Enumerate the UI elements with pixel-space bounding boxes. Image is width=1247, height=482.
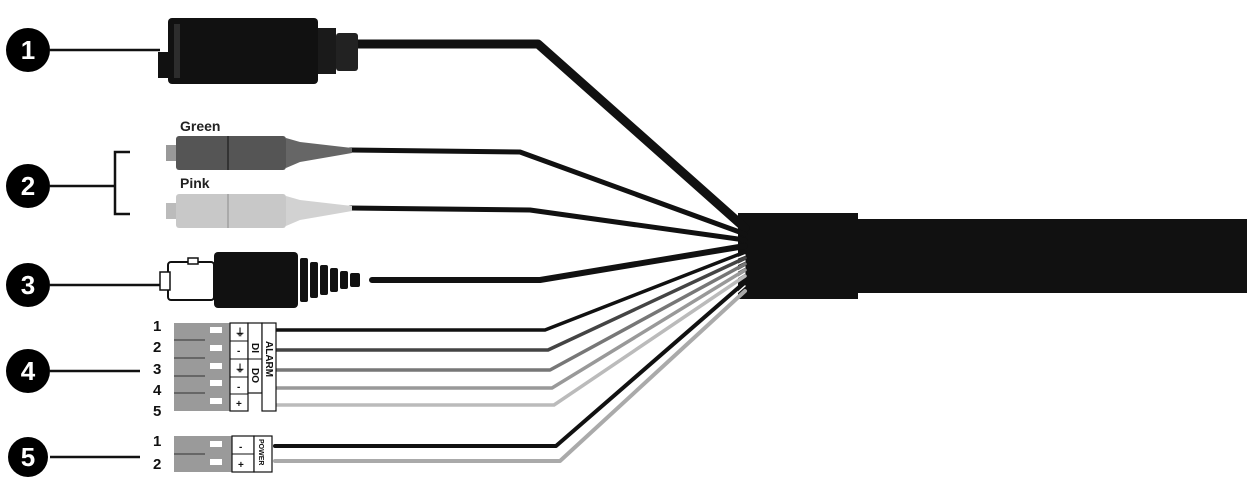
callout-3: 3 xyxy=(6,263,50,307)
fanout-wires xyxy=(275,44,745,461)
alarm-symbol-3: ⏚ xyxy=(235,363,245,375)
main-cable xyxy=(738,213,1247,299)
green-label: Green xyxy=(180,118,220,134)
callout-3-text: 3 xyxy=(21,270,35,300)
di-label: DI xyxy=(249,343,260,353)
callout-5: 5 xyxy=(8,437,48,477)
callout-5-text: 5 xyxy=(21,442,35,472)
ethernet-connector xyxy=(158,18,358,84)
power-label: POWER xyxy=(257,439,264,465)
alarm-label: ALARM xyxy=(263,341,274,377)
callout-leaders xyxy=(50,50,160,457)
callout-2-text: 2 xyxy=(21,171,35,201)
alarm-pin-4: 4 xyxy=(153,382,162,399)
callout-1-text: 1 xyxy=(21,35,35,65)
pink-label: Pink xyxy=(180,175,210,191)
alarm-pin-2: 2 xyxy=(153,339,161,356)
alarm-pin-3: 3 xyxy=(153,361,161,378)
alarm-symbol-1: ⏚ xyxy=(235,327,245,339)
audio-green-connector xyxy=(166,136,352,170)
callout-2: 2 xyxy=(6,164,50,208)
alarm-symbol-2: - xyxy=(237,346,240,357)
audio-pink-connector xyxy=(166,194,352,228)
power-symbol-1: - xyxy=(239,442,242,453)
power-symbol-2: + xyxy=(238,460,244,471)
bnc-connector xyxy=(160,252,360,308)
callout-1: 1 xyxy=(6,28,50,72)
alarm-pin-1: 1 xyxy=(153,318,161,335)
do-label: DO xyxy=(249,368,260,383)
alarm-terminal-block xyxy=(174,323,276,411)
power-pin-2: 2 xyxy=(153,456,161,473)
alarm-pin-5: 5 xyxy=(153,403,161,420)
wire-ethernet xyxy=(355,44,745,228)
wire-audio-green xyxy=(350,150,745,234)
callout-4-text: 4 xyxy=(21,356,36,386)
alarm-symbol-5: + xyxy=(236,399,242,410)
callout-4: 4 xyxy=(6,349,50,393)
alarm-symbol-4: - xyxy=(237,382,240,393)
power-pin-1: 1 xyxy=(153,433,161,450)
